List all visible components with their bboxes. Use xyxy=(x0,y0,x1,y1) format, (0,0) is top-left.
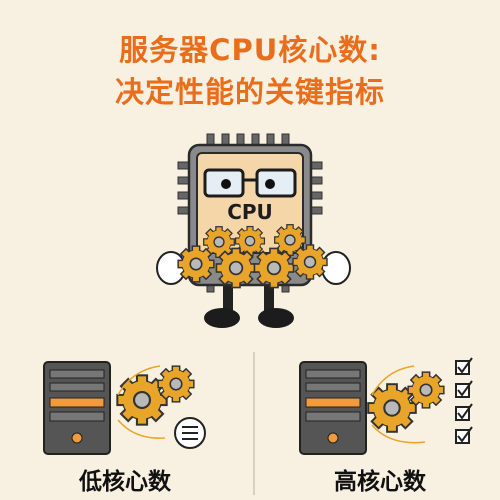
slow-queue-icon xyxy=(174,417,206,449)
server-tower-icon xyxy=(43,361,111,455)
low-core-caption: 低核心数 xyxy=(79,469,171,495)
title-line-1: 服务器CPU核心数: xyxy=(119,33,381,67)
checklist-icon xyxy=(455,357,473,444)
gear-icon xyxy=(116,365,195,426)
title-line-2: 决定性能的关键指标 xyxy=(114,75,385,109)
gear-icon xyxy=(367,371,445,433)
high-core-caption: 高核心数 xyxy=(334,469,426,495)
server-tower-icon xyxy=(299,361,367,455)
cpu-label: CPU xyxy=(227,200,273,224)
